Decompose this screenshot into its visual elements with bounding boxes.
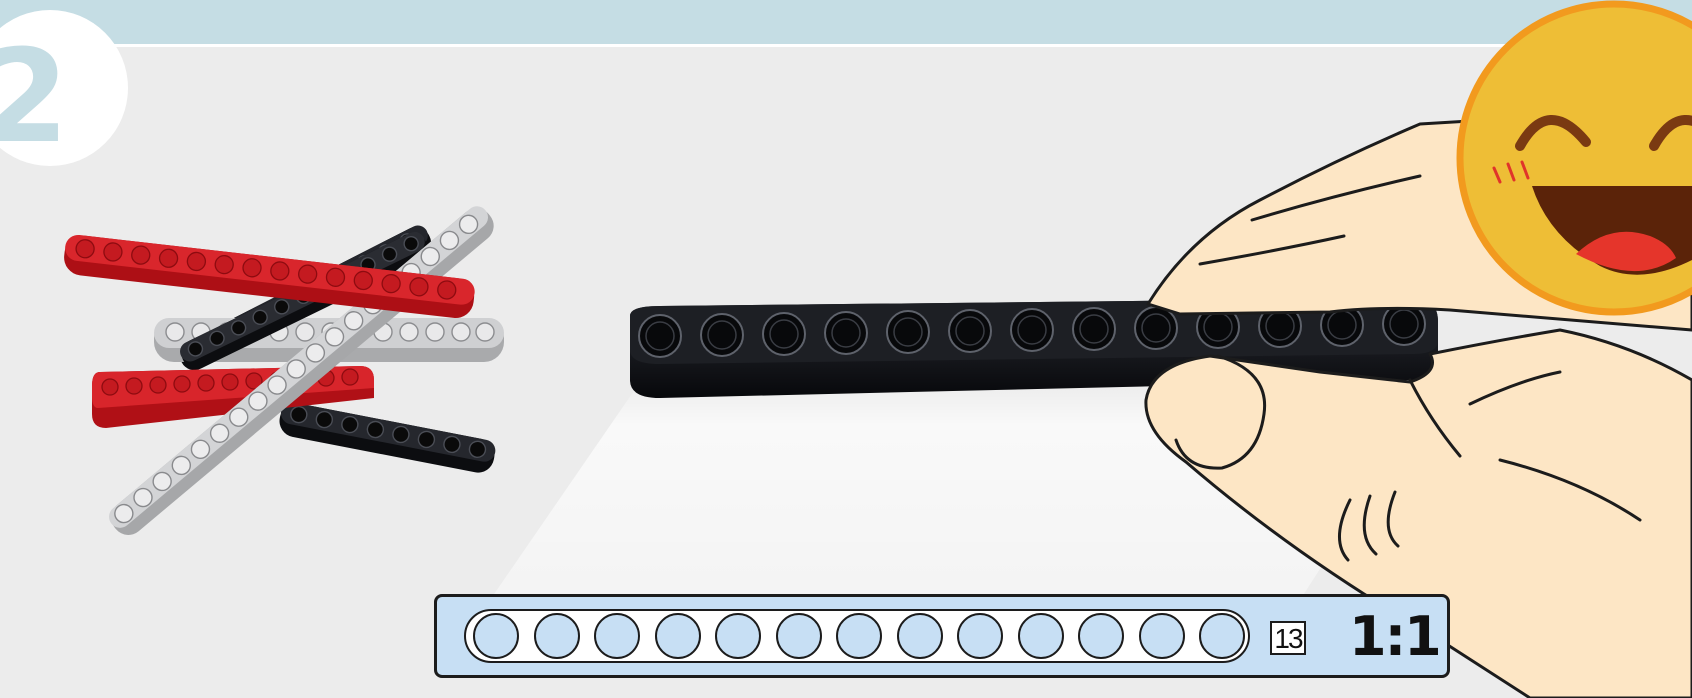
ruler-hole (715, 613, 761, 659)
ruler-hole (1199, 613, 1245, 659)
length-ruler: 13 1:1 (434, 594, 1450, 678)
ruler-hole (1018, 613, 1064, 659)
ruler-hole (473, 613, 519, 659)
ruler-hole (836, 613, 882, 659)
ruler-hole (594, 613, 640, 659)
ruler-hole (534, 613, 580, 659)
hole-count-label: 13 (1270, 621, 1306, 655)
step-number: 2 (0, 34, 65, 162)
scale-label: 1:1 (1349, 605, 1440, 669)
ruler-hole (897, 613, 943, 659)
beam-pile (62, 202, 504, 542)
ruler-hole (1078, 613, 1124, 659)
black-beam-lower (277, 400, 497, 475)
ruler-hole (1139, 613, 1185, 659)
ruler-hole (776, 613, 822, 659)
ruler-hole (655, 613, 701, 659)
ruler-beam-outline (464, 609, 1250, 663)
ruler-hole (957, 613, 1003, 659)
